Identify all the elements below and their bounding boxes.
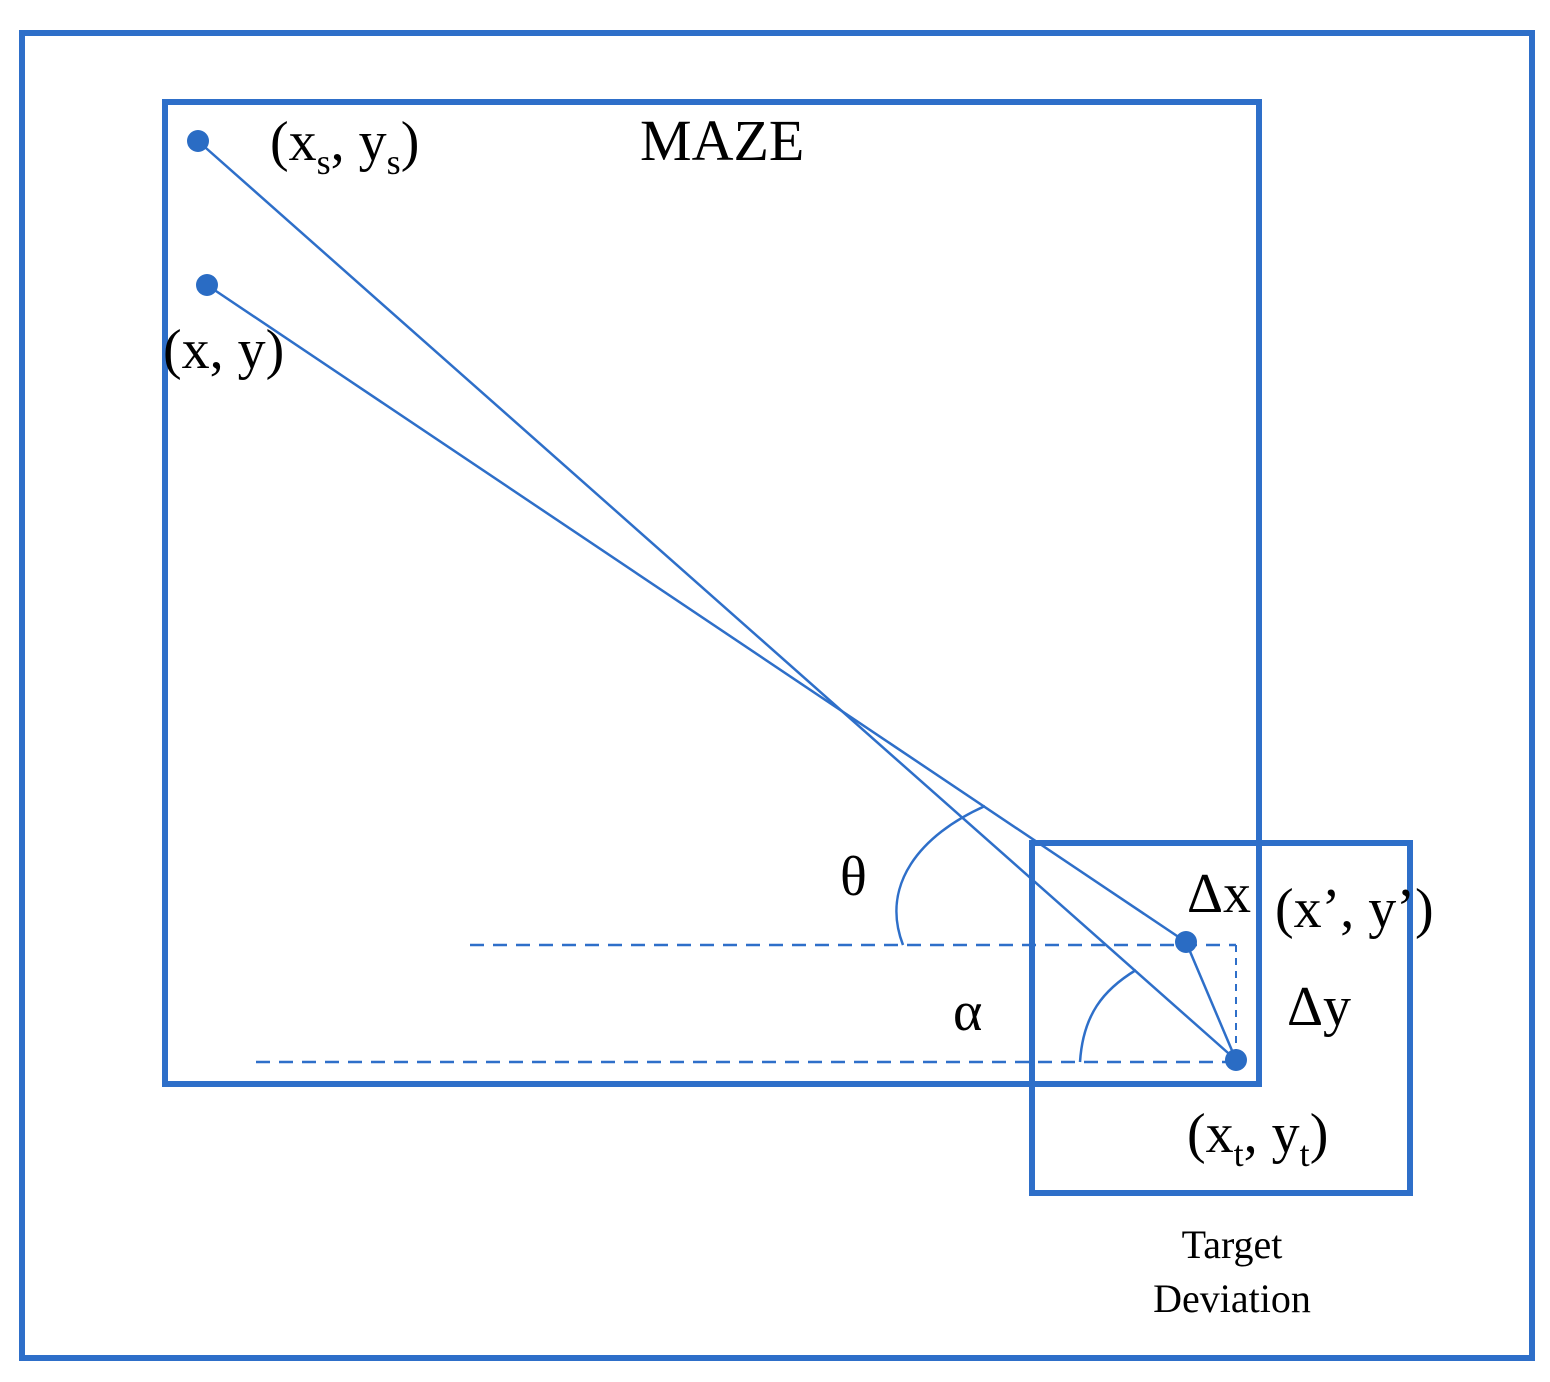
delta-x-label: Δx [1187,863,1251,925]
start-point-label: (xs, ys) [270,111,419,182]
target-caption-line1: Target [1182,1222,1283,1267]
maze-boundary [162,99,1262,1087]
alpha-label: α [953,981,982,1043]
deviated-point [1175,931,1197,953]
deviated-point-label: (x’, y’) [1275,878,1434,940]
target-deviation-box [1029,840,1413,1196]
target-caption-line2: Deviation [1153,1276,1311,1321]
start-point [187,130,209,152]
start-to-target-line [197,140,1237,1061]
deviated-to-target-line [1184,941,1238,1061]
theta-angle-arc [895,804,986,946]
target-point [1225,1049,1247,1071]
current-to-deviated-line [206,283,1187,944]
target-point-label: (xt, yt) [1187,1103,1328,1174]
current-point-label: (x, y) [163,319,284,381]
current-point [196,274,218,296]
outer-frame [19,30,1535,1361]
delta-y-label: Δy [1287,976,1351,1038]
alpha-angle-arc [1078,968,1137,1063]
maze-title: MAZE [640,108,804,173]
theta-label: θ [840,846,867,908]
